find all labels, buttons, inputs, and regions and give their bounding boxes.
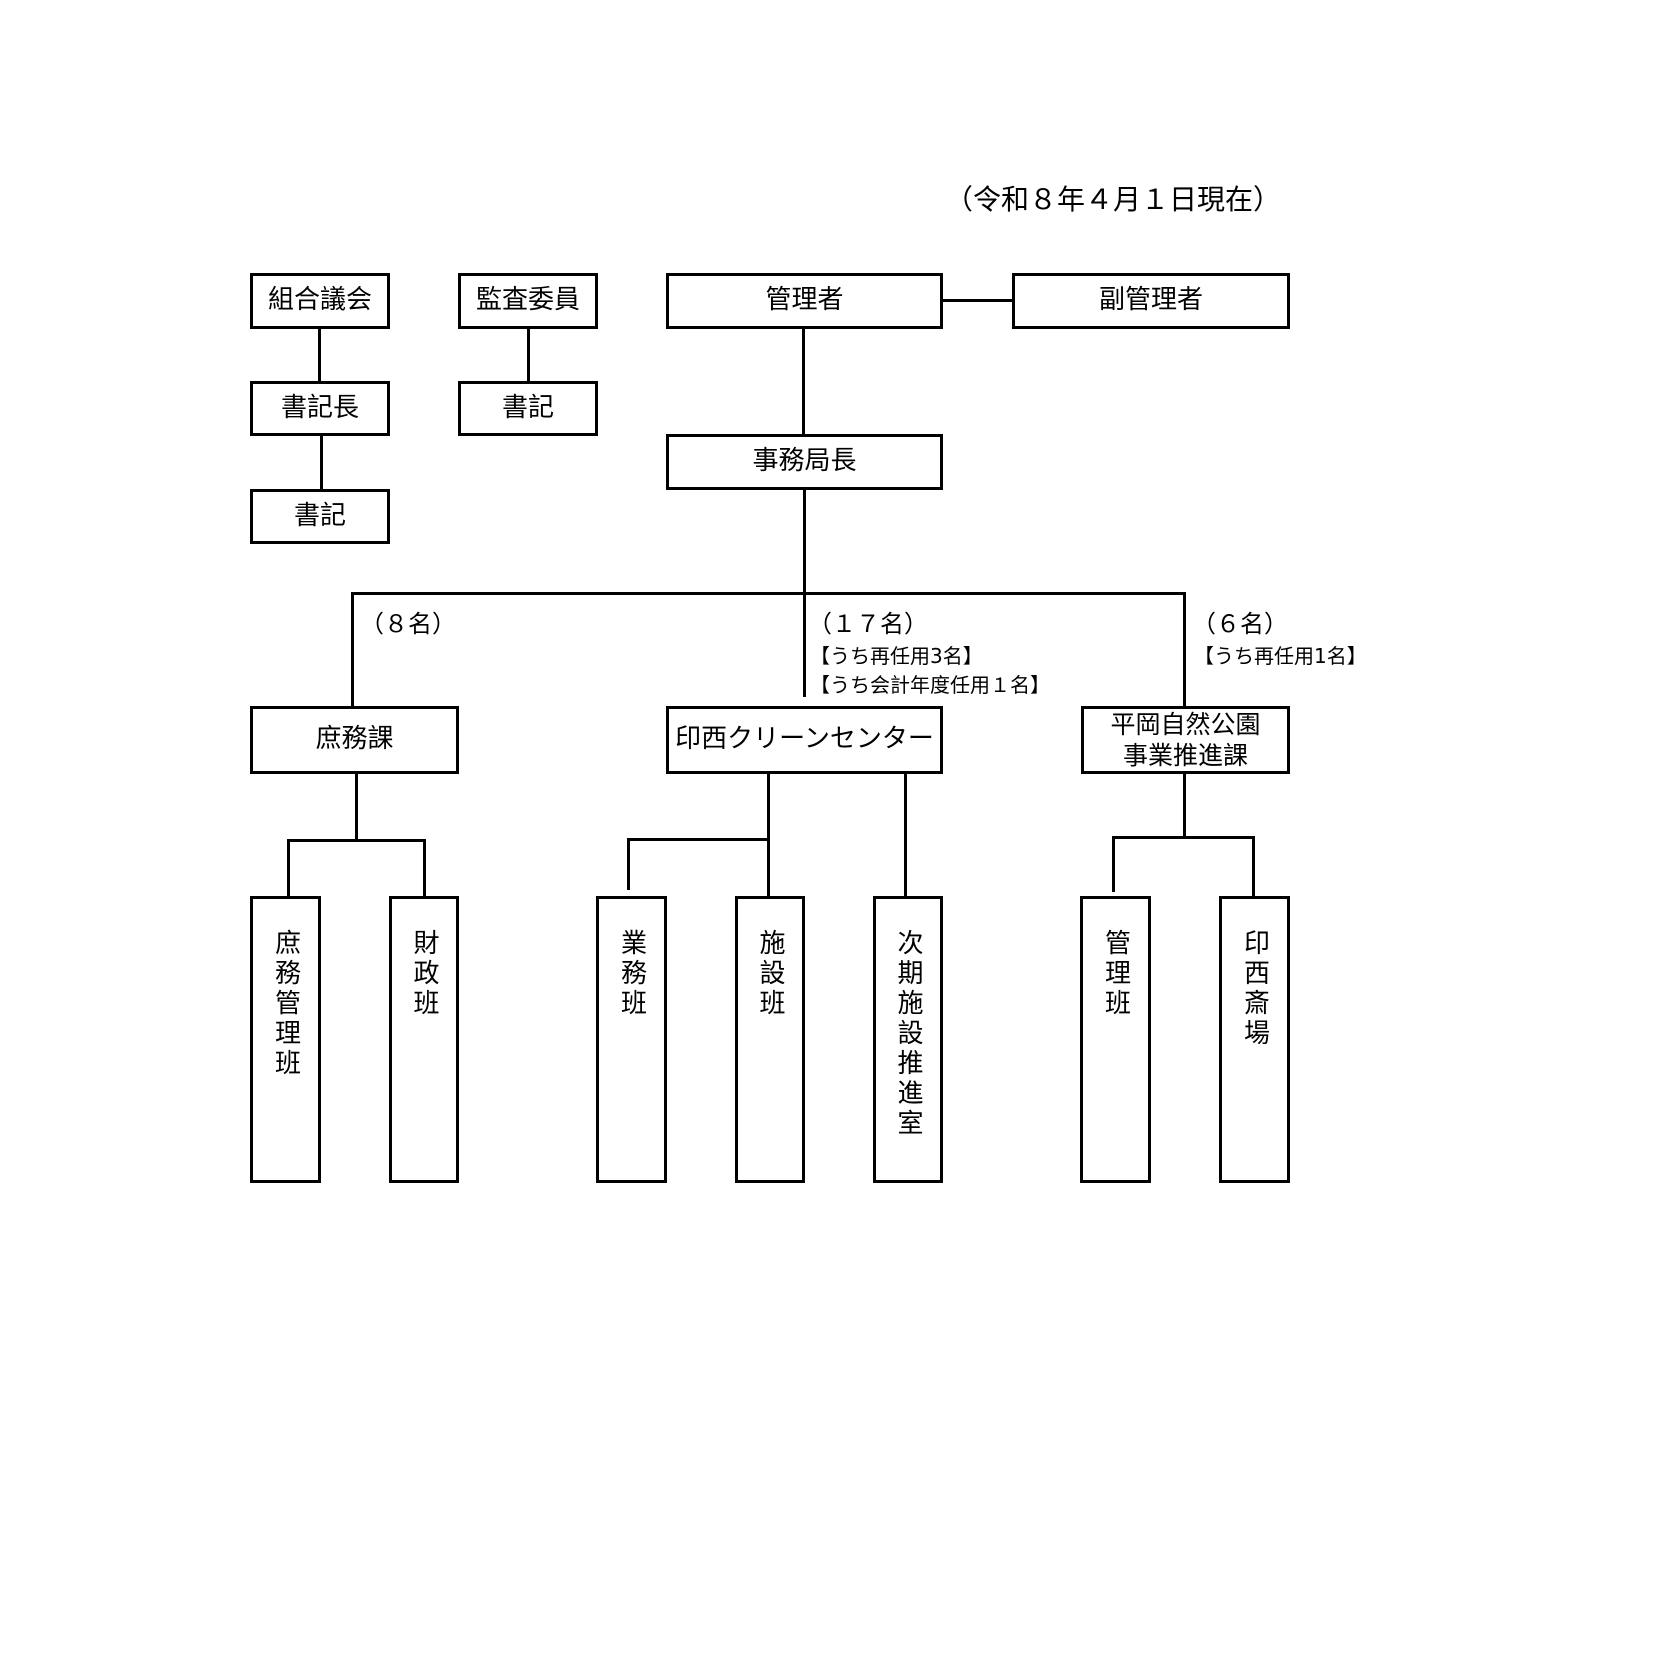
vice-manager-box: 副管理者: [1012, 273, 1290, 329]
connector-line: [320, 436, 323, 489]
auditors-clerk-box: 書記: [458, 381, 598, 436]
connector-line: [627, 838, 770, 841]
connector-line: [318, 329, 321, 381]
division-name-line: 平岡自然公園: [1110, 709, 1261, 739]
manager-box: 管理者: [666, 273, 943, 329]
division-box-clean-center: 印西クリーンセンター: [666, 706, 943, 774]
connector-line: [287, 839, 426, 842]
auditors-title: 監査委員: [475, 285, 580, 316]
unit-name: 庶務管理班: [270, 929, 301, 1079]
division-box-hiraoka-park: 平岡自然公園 事業推進課: [1081, 706, 1290, 774]
auditors-box: 監査委員: [458, 273, 598, 329]
connector-line: [904, 774, 907, 896]
division-name-line: 事業推進課: [1122, 741, 1248, 770]
division-headcount: （６名）: [1192, 610, 1288, 638]
as-of-date: （令和８年４月１日現在）: [945, 183, 1282, 216]
unit-box: 業務班: [596, 896, 667, 1183]
unit-name: 業務班: [616, 929, 647, 1019]
connector-line: [351, 592, 354, 706]
division-box-general-affairs: 庶務課: [250, 706, 459, 774]
division-bar-line: [351, 592, 1186, 595]
vice-manager-label: 副管理者: [1098, 285, 1203, 316]
division-headcount: （８名）: [360, 610, 456, 638]
division-note: 【うち会計年度任用１名】: [810, 673, 1050, 697]
auditors-clerk-label: 書記: [501, 392, 554, 423]
connector-line: [355, 774, 358, 840]
division-headcount: （１７名）: [808, 610, 928, 638]
unit-box: 印西斎場: [1219, 896, 1290, 1183]
unit-box: 施設班: [735, 896, 805, 1183]
connector-line: [1112, 836, 1115, 892]
division-name: 印西クリーンセンター: [675, 724, 934, 755]
unit-box: 管理班: [1080, 896, 1151, 1183]
connector-line: [627, 838, 630, 890]
connector-line: [287, 839, 290, 896]
connector-line: [1183, 592, 1186, 706]
assembly-title: 組合議会: [267, 285, 372, 316]
unit-box: 財政班: [389, 896, 459, 1183]
connector-line: [1183, 774, 1186, 838]
division-note: 【うち再任用3名】: [810, 644, 983, 668]
connector-line: [423, 839, 426, 896]
unit-name: 管理班: [1100, 929, 1131, 1019]
secretariat-head-box: 事務局長: [666, 434, 943, 490]
connector-line: [943, 299, 1012, 302]
connector-line: [527, 329, 530, 381]
connector-line: [1252, 836, 1255, 896]
unit-name: 財政班: [409, 929, 439, 1019]
connector-line: [1112, 836, 1255, 839]
assembly-chief-clerk-label: 書記長: [280, 392, 359, 423]
unit-name: 次期施設推進室: [893, 929, 923, 1139]
division-name: 庶務課: [315, 724, 394, 755]
division-note: 【うち再任用1名】: [1194, 644, 1367, 668]
unit-name: 施設班: [755, 929, 785, 1019]
connector-line: [767, 774, 770, 896]
unit-box: 庶務管理班: [250, 896, 321, 1183]
assembly-box: 組合議会: [250, 273, 390, 329]
assembly-chief-clerk-box: 書記長: [250, 381, 390, 436]
secretariat-head-label: 事務局長: [752, 446, 857, 477]
manager-label: 管理者: [765, 285, 844, 316]
connector-line: [802, 329, 805, 434]
unit-name: 印西斎場: [1239, 929, 1270, 1049]
assembly-clerk-label: 書記: [293, 500, 346, 531]
assembly-clerk-box: 書記: [250, 489, 390, 544]
unit-box: 次期施設推進室: [873, 896, 943, 1183]
